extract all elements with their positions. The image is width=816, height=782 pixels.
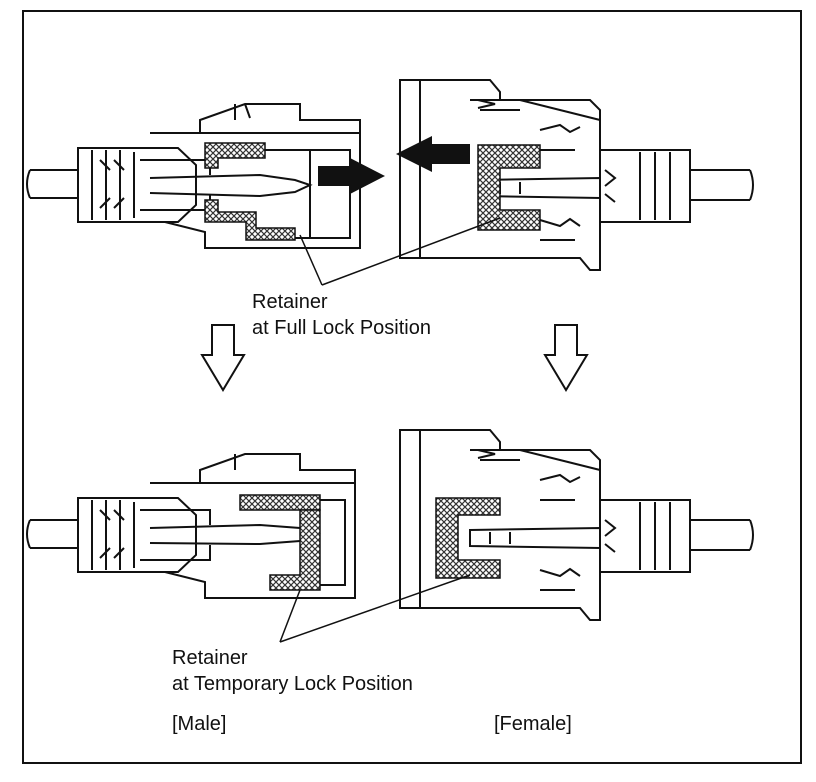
label-retainer-temp-line1: Retainer <box>172 647 248 669</box>
terminal-female-bottom <box>469 526 601 550</box>
retainer-female-bottom <box>435 497 501 579</box>
arrow-right-icon <box>318 158 385 194</box>
label-retainer-full-line2: at Full Lock Position <box>252 317 431 339</box>
female-connector-top <box>399 79 754 271</box>
boot-female-top <box>600 149 691 223</box>
callout-line-temp-2 <box>279 574 471 643</box>
label-retainer-temp-line2: at Temporary Lock Position <box>172 673 413 695</box>
callout-line-full-1 <box>299 234 323 286</box>
housing-female-top <box>399 79 601 271</box>
arrow-left-icon <box>396 136 470 172</box>
down-arrow-male-icon <box>200 324 246 392</box>
label-male: [Male] <box>172 713 227 735</box>
male-connector-bottom <box>26 453 356 599</box>
retainer-male-top-lower <box>204 199 296 241</box>
down-arrow-female-icon <box>543 324 589 392</box>
retainer-female-top <box>477 144 541 231</box>
label-female: [Female] <box>494 713 572 735</box>
retainer-male-top-upper <box>204 142 266 169</box>
wire-female-bottom <box>690 519 754 551</box>
terminal-male-bottom <box>149 523 321 546</box>
boot-male-top <box>77 147 197 223</box>
wire-male-top <box>26 169 78 199</box>
retainer-male-bottom-upper <box>239 494 321 511</box>
housing-male-bottom <box>150 453 356 599</box>
wire-male-bottom <box>26 519 78 549</box>
wire-female-top <box>690 169 754 201</box>
female-connector-bottom <box>399 429 754 621</box>
housing-male-top <box>150 103 361 249</box>
housing-female-bottom <box>399 429 601 621</box>
retainer-male-bottom-lower <box>269 509 321 591</box>
label-retainer-full-line1: Retainer <box>252 291 328 313</box>
diagram-frame <box>22 10 802 764</box>
terminal-male-top <box>149 173 313 198</box>
callout-line-full-2 <box>321 217 501 286</box>
male-connector-top <box>26 103 361 249</box>
boot-female-bottom <box>600 499 691 573</box>
callout-line-temp-1 <box>279 589 301 643</box>
boot-male-bottom <box>77 497 197 573</box>
